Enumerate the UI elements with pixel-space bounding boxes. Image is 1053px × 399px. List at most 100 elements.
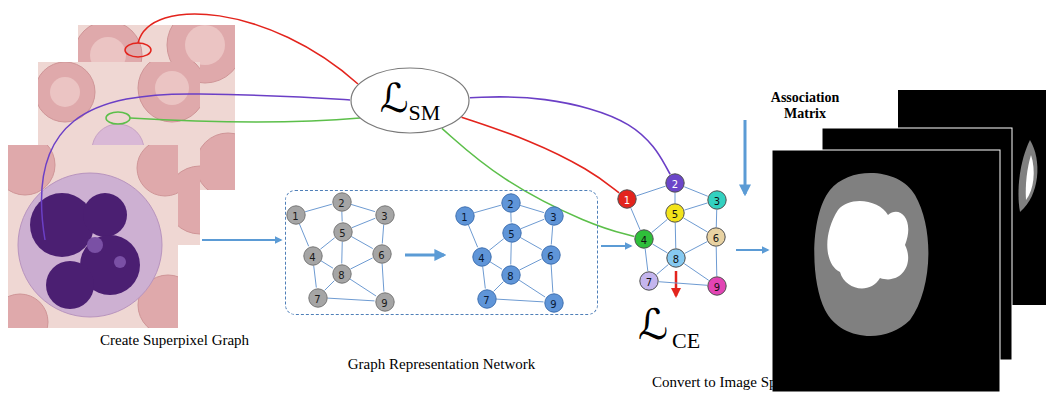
superpixel-node: 5 (333, 222, 353, 242)
graph-edge (382, 224, 383, 243)
circle-outline (666, 174, 684, 192)
superpixel-node: 9 (707, 276, 727, 296)
similarity-link (442, 128, 634, 236)
leader-line (130, 118, 360, 122)
box-heading: Graph Representation Network (348, 356, 535, 373)
mask-region (1026, 155, 1034, 200)
graph-edge (474, 205, 501, 213)
node-text: 6 (378, 246, 384, 262)
graph-edge (351, 204, 375, 211)
superpixel-node: 6 (706, 227, 726, 247)
mask (772, 150, 1000, 392)
circle-outline (332, 264, 350, 282)
circle-outline (708, 191, 726, 209)
node-text: 5 (508, 225, 514, 241)
circle-outline (708, 277, 726, 295)
circle-outline (333, 222, 351, 240)
circle-outline (635, 230, 653, 248)
node-number: 3 (550, 212, 556, 223)
node-text: 6 (713, 229, 719, 245)
nucleus (83, 193, 127, 237)
region-marker (106, 112, 130, 124)
node-text: 3 (550, 208, 556, 224)
graph-edge (631, 208, 640, 230)
graph-edge (327, 298, 374, 301)
node-text: 1 (461, 208, 467, 224)
circle-outline (541, 245, 559, 263)
node-text: ℒSM (380, 75, 441, 126)
node-text: 2 (338, 194, 344, 210)
graph-edge (350, 258, 372, 269)
node-number: 8 (673, 254, 679, 265)
nucleus (30, 193, 94, 257)
node-number: 1 (292, 211, 298, 222)
step-caption: Convert to Image Space (652, 374, 797, 391)
graph-edge (489, 239, 503, 251)
node-text: 4 (478, 249, 484, 265)
graph-edge (352, 218, 375, 227)
node-text: 3 (381, 207, 387, 223)
superpixel-node: 7 (639, 271, 659, 291)
node-text: 8 (673, 250, 679, 266)
superpixel-node: 1 (617, 189, 637, 209)
mask-region (1018, 140, 1037, 212)
circle-outline (501, 265, 519, 283)
superpixel-node: 4 (303, 246, 323, 266)
graph-edge (659, 282, 707, 286)
node-text: 5 (339, 224, 345, 240)
graph-edge (653, 244, 668, 253)
node-text: 2 (507, 195, 513, 211)
graph-edge (551, 225, 552, 244)
node-number: 8 (338, 270, 344, 281)
graph-edge (551, 264, 553, 292)
graph-edge (341, 211, 342, 221)
red-cell (185, 25, 225, 65)
graph-edge (483, 266, 486, 288)
node-number: 9 (550, 299, 556, 310)
node-number: 6 (713, 233, 719, 244)
network-box: Graph Representation Network123456789123… (285, 190, 598, 315)
circle-outline (501, 193, 519, 211)
node-text: 2 (672, 175, 678, 191)
graph-edge (468, 225, 477, 248)
loss-subscript: CE (672, 328, 700, 354)
node-number: 2 (507, 199, 513, 210)
circle-outline (502, 223, 520, 241)
graph-edge (520, 237, 542, 249)
superpixel-node: 1 (286, 205, 306, 225)
superpixel-node: 7 (477, 289, 497, 309)
circle-outline (472, 247, 490, 265)
graph-edge (496, 299, 543, 302)
mask-region (814, 173, 928, 336)
superpixel-node: 8 (332, 264, 352, 284)
superpixel-node: 6 (372, 244, 392, 264)
graph-edge (675, 193, 676, 203)
node-text: 8 (338, 266, 344, 282)
graph-edge (314, 265, 317, 287)
flow-arrow (405, 254, 444, 257)
circle-outline (375, 292, 393, 310)
annotation: Association Matrix (750, 90, 860, 122)
node-number: 3 (381, 211, 387, 222)
circle-outline (544, 206, 562, 224)
red-cell (155, 71, 189, 105)
circle-outline (332, 192, 350, 210)
node-number: 5 (339, 228, 345, 239)
graph-edge (657, 264, 669, 274)
cell-image (8, 145, 178, 328)
node-number: 8 (507, 271, 513, 282)
graph-edge (510, 212, 511, 222)
node-number: 5 (508, 229, 514, 240)
superpixel-node: 5 (502, 223, 522, 243)
graph-edge (652, 219, 668, 232)
circle-outline (618, 190, 636, 208)
node-text: 4 (309, 248, 315, 264)
similarity-link (462, 117, 620, 193)
circle-outline (303, 246, 321, 264)
graph-edge (382, 263, 384, 291)
superpixel-node: 3 (707, 190, 727, 210)
circle-outline (666, 204, 684, 222)
flow-arrow (202, 239, 281, 241)
superpixel-node: 1 (455, 206, 475, 226)
